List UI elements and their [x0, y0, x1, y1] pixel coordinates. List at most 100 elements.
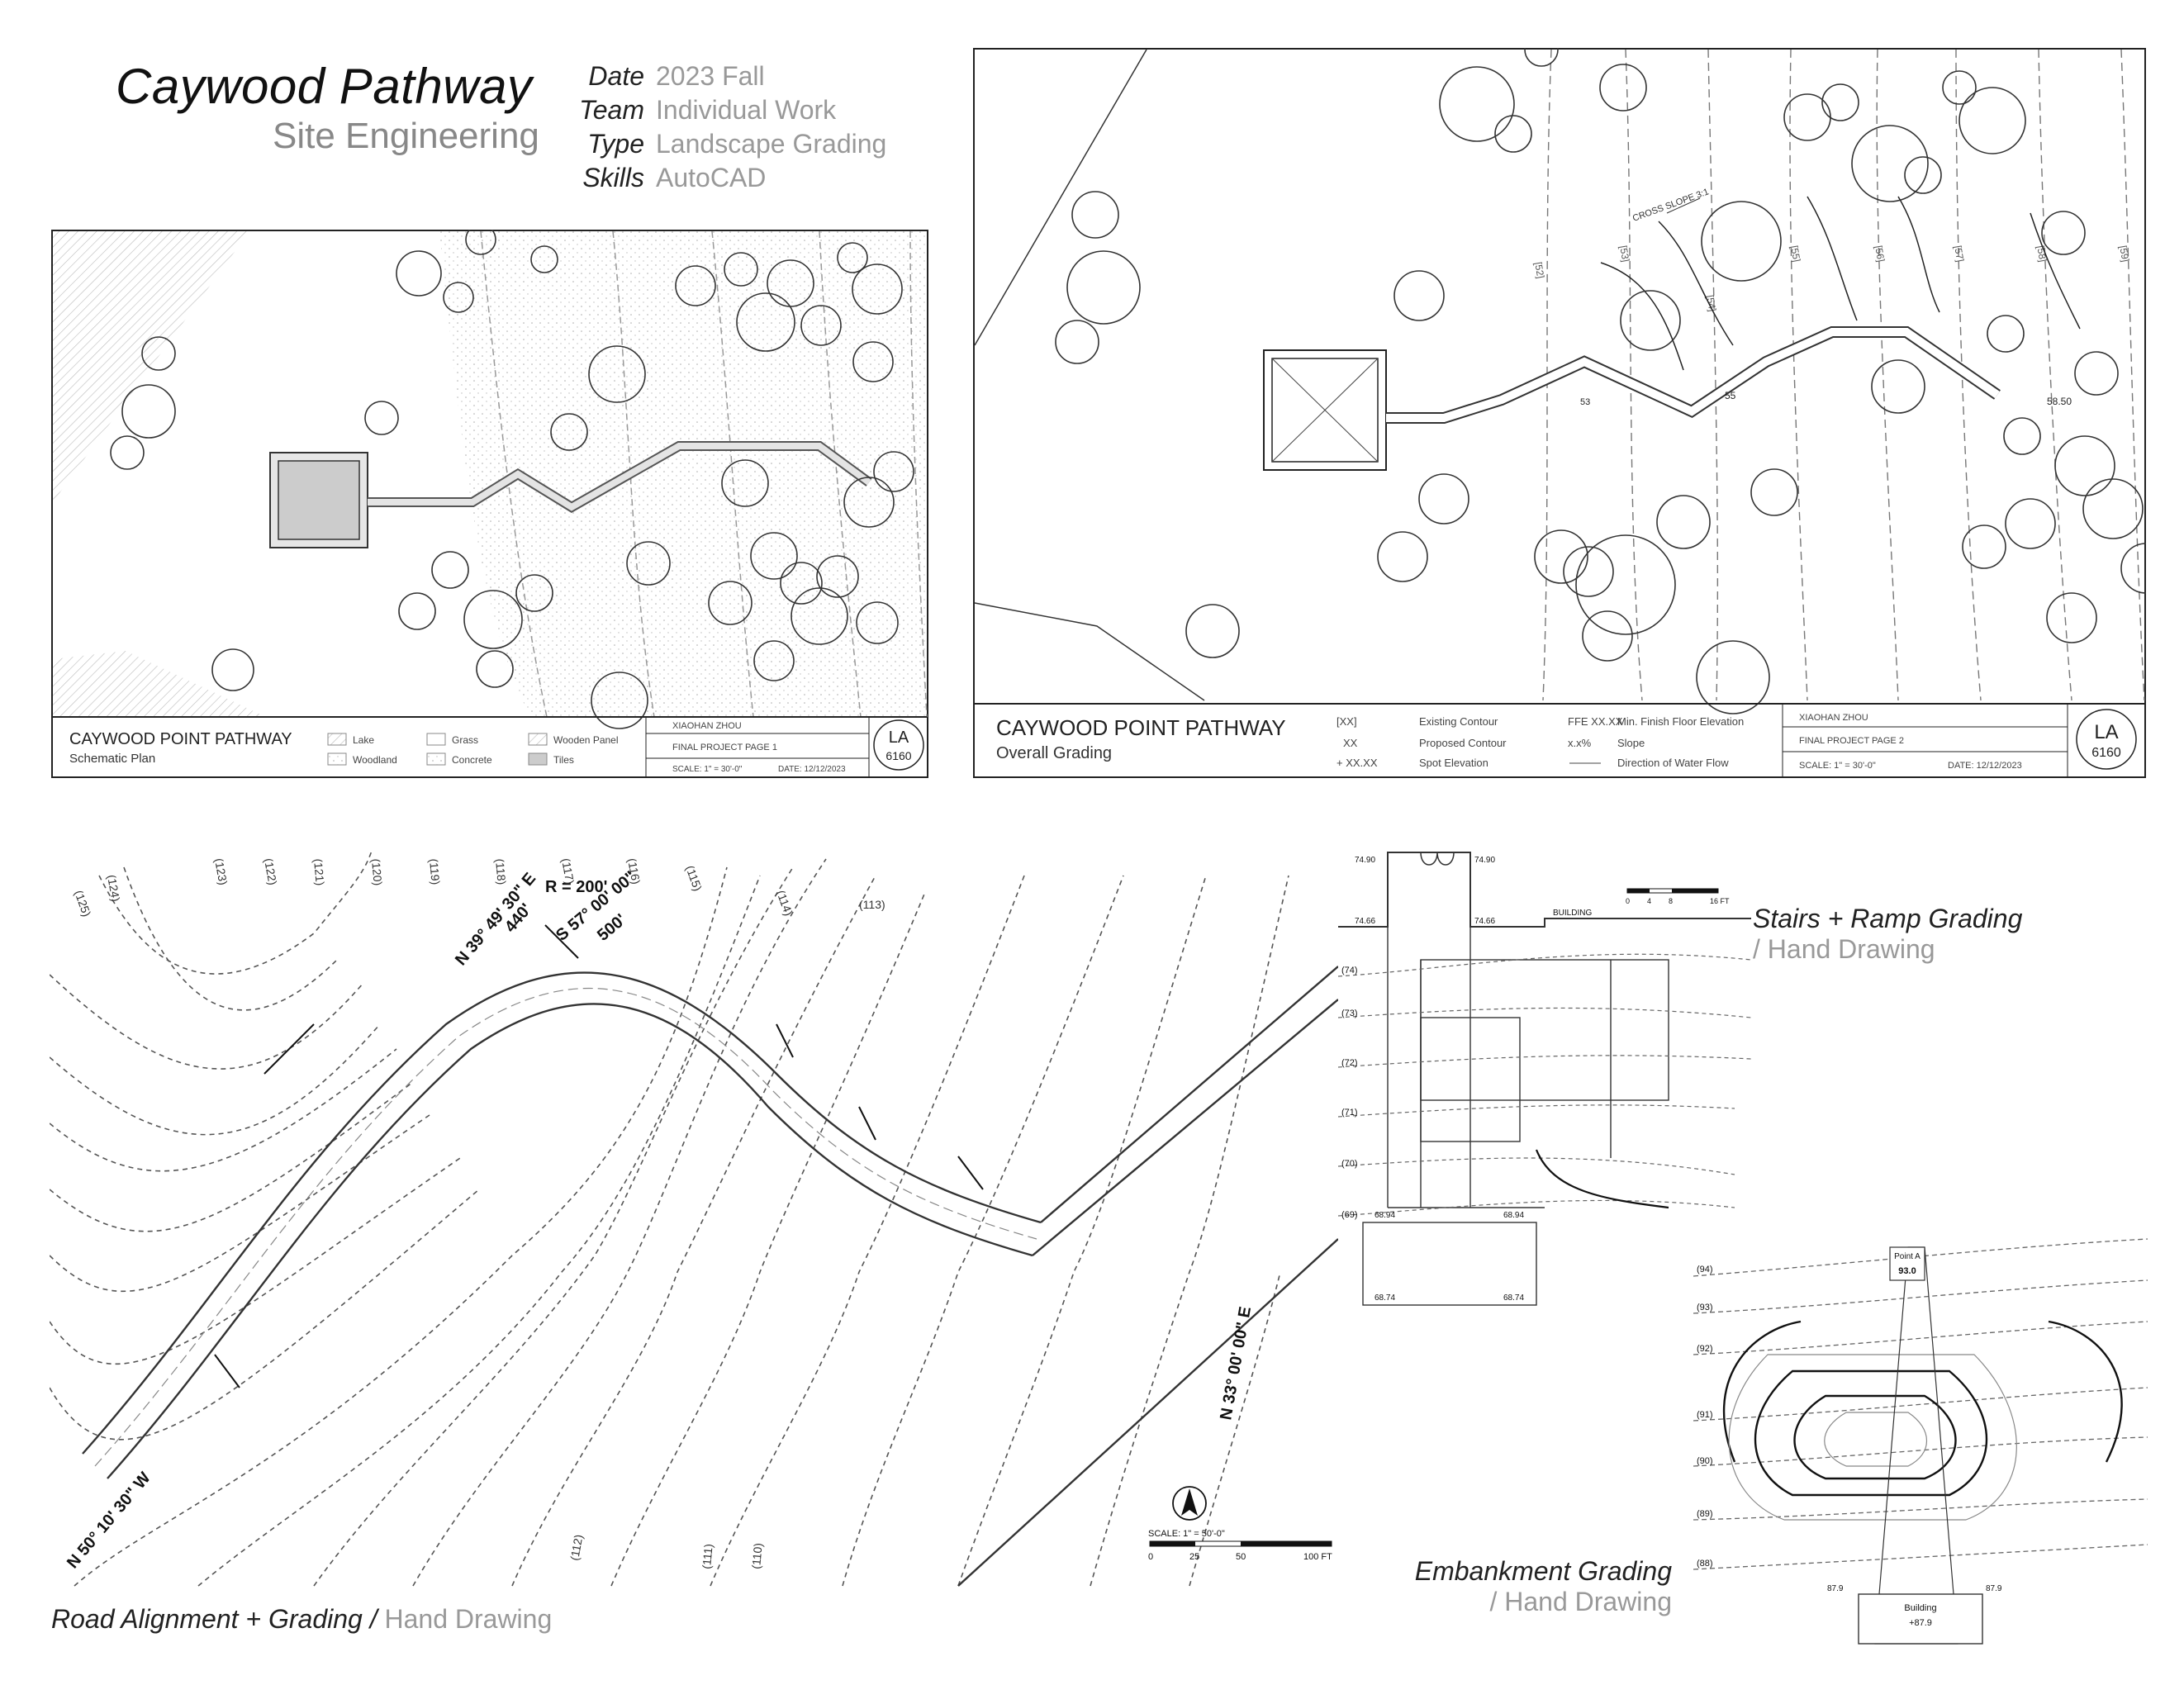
svg-text:68.94: 68.94: [1503, 1211, 1524, 1220]
contour-112: (112): [567, 1534, 585, 1562]
legend-concrete: Concrete: [452, 754, 492, 766]
contour-121: (121): [311, 858, 327, 886]
lake-area: [53, 231, 249, 502]
contour-56: [56]: [1873, 244, 1887, 263]
svg-text:(69): (69): [1341, 1210, 1358, 1220]
contour-111: (111): [700, 1543, 715, 1569]
legend-grass: Grass: [452, 734, 478, 746]
shoreline-south: [974, 602, 1205, 701]
legend-water-flow: Direction of Water Flow: [1617, 757, 1729, 769]
contour-labels: [52] [53] [54] [55] [56] [57] [58] [59]: [1532, 244, 2131, 312]
embankment-inner-contours: [1728, 1354, 2017, 1521]
svg-text:68.94: 68.94: [1374, 1211, 1395, 1220]
svg-text:8: 8: [1669, 897, 1673, 905]
legend-slope: Slope: [1617, 737, 1645, 749]
page-subtitle: Site Engineering: [273, 116, 539, 156]
embankment-proposed-contours: [1722, 1320, 2123, 1497]
contour-53: [53]: [1617, 244, 1631, 263]
svg-text:(92): (92): [1697, 1344, 1713, 1354]
road-alignment-drawing: R = 200' N 39° 49' 30" E 440' S 57° 00' …: [50, 850, 1338, 1587]
shoreline-north: [974, 49, 1147, 346]
contour-123: (123): [212, 857, 230, 886]
lake-area-south: [53, 651, 266, 717]
contour-116: (116): [625, 857, 643, 885]
contour-115: (115): [683, 864, 705, 893]
sheet1-project: CAYWOOD POINT PATHWAY: [69, 730, 292, 748]
svg-text:50: 50: [1236, 1552, 1246, 1562]
proposed-ramp-contour: [1535, 1149, 1669, 1209]
contour-122: (122): [262, 857, 279, 886]
legend-woodland: Woodland: [353, 754, 397, 766]
svg-text:(94): (94): [1697, 1265, 1713, 1274]
svg-text:74.66: 74.66: [1474, 917, 1495, 926]
legend-sym-slope: x.x%: [1568, 737, 1592, 749]
sheet2-author: XIAOHAN ZHOU: [1799, 713, 1868, 723]
road-contours: [50, 850, 1289, 1587]
contour-114: (114): [774, 889, 795, 918]
contour-59: [59]: [2117, 244, 2131, 263]
sheet2-plan-name: Overall Grading: [996, 744, 1112, 762]
svg-text:16 FT: 16 FT: [1710, 897, 1730, 905]
legend-tiles: Tiles: [553, 754, 574, 766]
building-outline: [1338, 852, 1751, 928]
cross-slope-arrow: [1666, 197, 1701, 214]
sheet1-badge-bottom: 6160: [885, 749, 911, 762]
road-scale-label: SCALE: 1" = 50'-0": [1148, 1529, 1225, 1539]
svg-text:74.90: 74.90: [1355, 856, 1375, 865]
legend-lake: Lake: [353, 734, 374, 746]
contour-54: [54]: [1704, 294, 1718, 312]
ramp-path: [1874, 1246, 1958, 1645]
sheet2-date: DATE: 12/12/2023: [1948, 761, 2022, 771]
contour-118: (118): [493, 858, 509, 885]
sheet1-legend: Lake Grass Wooden Panel Woodland Concret…: [327, 733, 619, 766]
svg-text:(74): (74): [1341, 966, 1358, 975]
svg-text:100 FT: 100 FT: [1303, 1552, 1332, 1562]
grading-tics: [214, 924, 984, 1388]
sheet2-legend: [XX] Existing Contour XX Proposed Contou…: [1337, 715, 1744, 769]
svg-text:(73): (73): [1341, 1009, 1358, 1018]
stairs-scale-bar: [1627, 889, 1650, 893]
contour-124: (124): [105, 874, 122, 903]
contour-58: [58]: [2034, 244, 2049, 263]
north-arrow-icon: [1172, 1486, 1207, 1521]
sheet2-badge: [2076, 709, 2137, 770]
contour-55: [55]: [1788, 244, 1802, 263]
svg-text:(70): (70): [1341, 1159, 1358, 1169]
embankment-drawing: Point A 93.0 Building +87.9 87.9 87.9 (9…: [1693, 1238, 2148, 1645]
lower-landing: [1362, 1222, 1537, 1306]
legend-ffe: Min. Finish Floor Elevation: [1617, 715, 1744, 728]
page-title: Caywood Pathway: [116, 59, 533, 114]
stairs-ramp-drawing: BUILDING 74.90 74.90 74.66 74.66 (74) (7…: [1338, 852, 1751, 1306]
bearing-3: N 33° 00' 00" E: [1217, 1305, 1255, 1422]
svg-text:(91): (91): [1697, 1410, 1713, 1420]
embankment-existing-contours: [1693, 1238, 2148, 1570]
overall-grading-sheet: [52] [53] [54] [55] [56] [57] [58] [59] …: [973, 48, 2146, 778]
sheet1-plan-name: Schematic Plan: [69, 752, 155, 766]
sheet1-page: FINAL PROJECT PAGE 1: [672, 743, 777, 752]
door-swing-icon: [1420, 852, 1455, 866]
svg-text:(89): (89): [1697, 1509, 1713, 1519]
spot-55: 55: [1725, 390, 1736, 401]
spot-53: 53: [1580, 397, 1590, 407]
existing-contours: [480, 230, 928, 718]
sheet2-project: CAYWOOD POINT PATHWAY: [996, 715, 1286, 740]
contour-120: (120): [369, 858, 385, 886]
legend-spot-elevation: Spot Elevation: [1419, 757, 1488, 769]
embankment-building-label: Building: [1904, 1603, 1936, 1613]
schematic-plan-sheet: CAYWOOD POINT PATHWAY Schematic Plan Lak…: [51, 230, 928, 778]
svg-text:87.9: 87.9: [1986, 1584, 2002, 1593]
trees: [110, 230, 914, 729]
svg-text:68.74: 68.74: [1503, 1293, 1524, 1303]
sheet1-author: XIAOHAN ZHOU: [672, 721, 742, 731]
pathway-fill: [368, 443, 871, 511]
svg-text:74.66: 74.66: [1355, 917, 1375, 926]
sheet1-badge-top: LA: [889, 729, 909, 747]
existing-contours-grading: [1542, 49, 2145, 701]
building-tiles: [278, 460, 360, 540]
legend-proposed-contour: Proposed Contour: [1419, 737, 1507, 749]
legend-sym-existing: [XX]: [1337, 715, 1357, 728]
